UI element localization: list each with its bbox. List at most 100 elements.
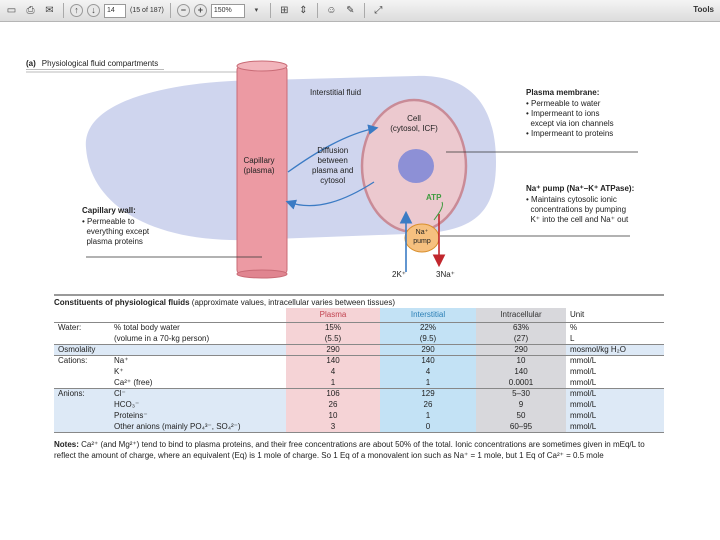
plasma-value: 3 [286, 421, 380, 432]
notes-text: Ca²⁺ (and Mg²⁺) tend to bind to plasma p… [54, 439, 645, 460]
intracellular-value: 5–30 [476, 388, 566, 399]
table-row: (volume in a 70-kg person) (5.5) (9.5) (… [54, 333, 664, 344]
interstitial-value: 129 [380, 388, 476, 399]
intracellular-value: 63% [476, 322, 566, 333]
interstitial-fluid-label: Interstitial fluid [310, 88, 362, 97]
page-down-icon[interactable]: ↓ [87, 4, 100, 17]
row-group [54, 333, 110, 344]
interstitial-value: 4 [380, 366, 476, 377]
zoom-out-icon[interactable]: − [176, 4, 190, 17]
k-ion-label: 2K⁺ [392, 270, 407, 279]
capillary-wall-title: Capillary wall: [82, 206, 136, 215]
table-header-row: Plasma Interstitial Intracellular Unit [54, 308, 664, 323]
row-group [54, 399, 110, 410]
save-icon[interactable]: ▭ [6, 4, 17, 16]
diagram-graphic [26, 60, 638, 279]
interstitial-value: 140 [380, 355, 476, 366]
zoom-in-icon[interactable]: + [193, 4, 207, 17]
notes-label: Notes: [54, 439, 79, 449]
tools-link[interactable]: Tools [693, 5, 714, 14]
interstitial-value: 26 [380, 399, 476, 410]
diffusion-arrow-in [287, 124, 379, 173]
row-group: Osmolality [54, 343, 110, 356]
capillary-wall-list: • Permeable to everything except plasma … [82, 217, 150, 246]
header-intracellular: Intracellular [476, 308, 566, 323]
header-group [54, 308, 110, 323]
unit-value: % [570, 323, 578, 333]
pdf-toolbar: ▭ ⎙ ✉ ↑ ↓ (15 of 187) − + ▾ ⊞ ⇕ ☺ ✎ ⤢ To… [0, 0, 720, 22]
constituents-table-section: Constituents of physiological fluids (ap… [54, 294, 664, 461]
expand-icon[interactable]: ⤢ [374, 4, 383, 16]
interstitial-value: 0 [380, 421, 476, 432]
row-group: Anions: [54, 388, 110, 399]
table-row: Ca²⁺ (free) 1 1 0.0001 mmol/L [54, 377, 664, 388]
table-title-note: (approximate values, intracellular varie… [189, 298, 395, 307]
row-item: HCO₃⁻ [110, 399, 286, 410]
plasma-value: (5.5) [286, 333, 380, 344]
row-item: (volume in a 70-kg person) [114, 333, 210, 343]
email-icon[interactable]: ✉ [45, 4, 54, 16]
constituents-table: Plasma Interstitial Intracellular Unit W… [54, 308, 664, 433]
table-title: Constituents of physiological fluids (ap… [54, 294, 664, 308]
print-icon[interactable]: ⎙ [26, 4, 35, 16]
intracellular-value: 140 [476, 366, 566, 377]
row-group: Water: [58, 323, 82, 333]
pump-description: • Maintains cytosolic ionic concentratio… [526, 195, 629, 224]
unit-value: mmol/L [566, 399, 664, 410]
interstitial-value: 22% [380, 322, 476, 333]
unit-value: mmol/L [570, 356, 597, 366]
table-row: Water: % total body water 15% 22% 63% % [54, 322, 664, 333]
header-unit: Unit [566, 308, 664, 323]
plasma-value: 10 [286, 410, 380, 421]
table-row: HCO₃⁻ 26 26 9 mmol/L [54, 399, 664, 410]
interstitial-value: 1 [380, 410, 476, 421]
plasma-value: 26 [286, 399, 380, 410]
toolbar-divider [363, 3, 365, 18]
unit-value: mmol/L [566, 421, 664, 432]
row-group [54, 421, 110, 432]
table-notes: Notes: Ca²⁺ (and Mg²⁺) tend to bind to p… [54, 439, 664, 461]
intracellular-value: 50 [476, 410, 566, 421]
capillary-label: Capillary (plasma) [243, 156, 275, 175]
unit-value: mmol/L [566, 410, 664, 421]
sign-icon[interactable]: ✎ [346, 4, 355, 16]
row-item: Cl⁻ [110, 388, 286, 399]
panel-letter: (a) [26, 59, 36, 68]
comment-icon[interactable]: ☺ [326, 4, 337, 16]
plasma-membrane-list: • Permeable to water • Impermeant to ion… [526, 99, 614, 138]
intracellular-value: 0.0001 [476, 377, 566, 388]
pump-title: Na⁺ pump (Na⁺–K⁺ ATPase): [526, 184, 635, 193]
table-row: K⁺ 4 4 140 mmol/L [54, 366, 664, 377]
interstitial-value: (9.5) [380, 333, 476, 344]
intracellular-value: 60–95 [476, 421, 566, 432]
unit-value: mmol/L [570, 377, 597, 387]
diffusion-arrow-out [285, 181, 375, 210]
row-group: Cations: [58, 356, 88, 366]
row-group [54, 410, 110, 421]
diffusion-label: Diffusion between plasma and cytosol [312, 146, 354, 185]
table-row: Other anions (mainly PO₄³⁻, SO₄²⁻) 3 0 6… [54, 421, 664, 432]
page-up-icon[interactable]: ↑ [70, 4, 83, 17]
row-item: Proteins⁻ [110, 410, 286, 421]
na-pump-label: Na⁺ pump [413, 229, 431, 245]
intracellular-value: (27) [476, 333, 566, 344]
row-item [110, 343, 286, 356]
fit-page-icon[interactable]: ⊞ [280, 4, 289, 16]
zoom-level-input[interactable] [210, 3, 245, 18]
zoom-dropdown-icon[interactable]: ▾ [254, 7, 259, 14]
plasma-value: 15% [286, 322, 380, 333]
panel-title-text: Physiological fluid compartments [41, 59, 159, 68]
interstitial-value: 290 [380, 343, 476, 356]
unit-value: mmol/L [570, 367, 597, 376]
intracellular-value: 9 [476, 399, 566, 410]
toolbar-divider [63, 3, 64, 18]
fluid-compartments-diagram: (a) Physiological fluid compartments Inte… [26, 52, 670, 284]
table-row: Proteins⁻ 10 1 50 mmol/L [54, 410, 664, 421]
unit-value: L [570, 333, 575, 343]
table-row: Cations: Na⁺ 140 140 10 mmol/L [54, 355, 664, 366]
page-number-input[interactable] [104, 3, 126, 18]
row-item: Ca²⁺ (free) [114, 377, 153, 387]
plasma-value: 290 [286, 343, 380, 356]
fit-width-icon[interactable]: ⇕ [299, 4, 308, 16]
page-total-label: (15 of 187) [130, 7, 164, 14]
